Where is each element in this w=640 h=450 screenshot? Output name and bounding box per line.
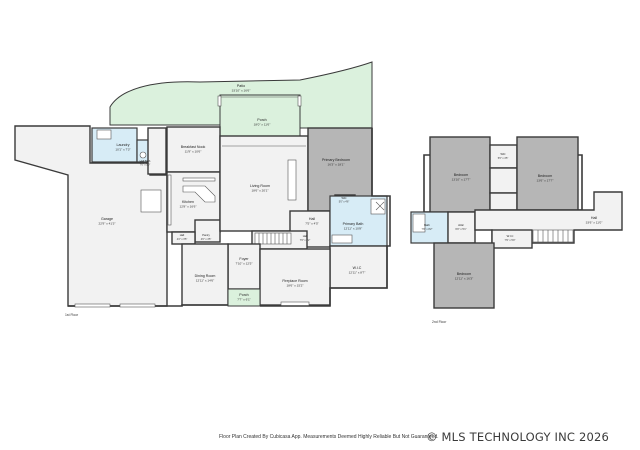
label-primary-bedroom: Primary Bedroom <box>322 158 350 162</box>
room-labels: Patio 33'10" x 16'6" Porch 18'0" x 11'6"… <box>99 84 603 302</box>
dim-porch-front: 7'7" x 6'1" <box>237 298 251 302</box>
label-wic-primary: W.I.C <box>353 266 362 270</box>
stairs-upper <box>532 229 574 243</box>
label-foyer: Foyer <box>239 257 249 261</box>
label-pantry: Pantry <box>202 233 210 237</box>
upper-landing <box>489 192 518 211</box>
first-floor <box>14 61 391 308</box>
dim-porch-back: 18'0" x 11'6" <box>254 123 271 127</box>
dim-bedroom-1: 13'10" x 17'7" <box>452 178 471 182</box>
dim-pantry: 4'0" x 4'5" <box>201 238 212 241</box>
label-hall-up: Hall <box>591 216 597 220</box>
upper-wic-2 <box>491 229 533 249</box>
upper-closet <box>489 167 518 194</box>
dim-primary-bath: 12'11" x 10'8" <box>344 227 362 231</box>
label-bath-up: Bath <box>424 223 430 227</box>
footer-credit: Floor Plan Created By Cubicasa App. Meas… <box>219 434 439 440</box>
dim-wic-up1: 5'6" x 4'5" <box>498 157 509 160</box>
label-porch-front: Porch <box>239 293 248 297</box>
dim-wic-primary: 12'11" x 8'7" <box>349 271 366 275</box>
label-attic: Attic <box>458 223 464 227</box>
bedroom-1 <box>429 136 491 213</box>
dim-attic: 6'0" x 5'1" <box>455 227 466 231</box>
second-floor-caption: 2nd Floor <box>432 320 447 324</box>
label-hall-center: Hall <box>303 234 308 238</box>
label-patio: Patio <box>237 84 245 88</box>
dim-bedroom-3: 12'11" x 16'3" <box>455 277 473 281</box>
dim-bedroom-2: 13'6" x 17'7" <box>537 179 554 183</box>
label-wic-up2: W.I.C <box>507 234 514 238</box>
label-wic-small: WIC <box>341 196 346 200</box>
dim-wic-small: 5'0" x 4'6" <box>339 201 350 204</box>
label-hall-main: Hall <box>309 217 315 221</box>
label-garage: Garage <box>101 217 113 221</box>
copyright-watermark: © MLS TECHNOLOGY INC 2026 <box>426 430 610 444</box>
dim-bath-up: 7'0" x 8'2" <box>422 228 433 231</box>
label-kitchen: Kitchen <box>182 200 194 204</box>
dim-foyer: 7'10" x 12'5" <box>236 262 253 266</box>
back-porch-area <box>219 94 301 137</box>
label-half-bath: Half Bath <box>140 159 151 163</box>
dim-patio: 33'10" x 16'6" <box>232 89 251 93</box>
label-hall-small: Hall <box>180 233 185 237</box>
front-porch <box>227 288 261 307</box>
dim-kitchen: 12'8" x 16'6" <box>180 205 197 209</box>
foyer <box>227 243 261 290</box>
dim-fireplace: 18'6" x 15'2" <box>287 284 304 288</box>
label-wic-up1: WIC <box>500 152 505 156</box>
stairs-main <box>254 232 292 245</box>
bedroom-2 <box>516 136 579 211</box>
dining-room <box>181 243 229 306</box>
dim-laundry: 10'1" x 7'3" <box>115 148 130 152</box>
dim-hall-center: 7'6" x 3'2" <box>300 239 311 242</box>
label-porch-back: Porch <box>257 118 266 122</box>
dim-hall-up: 33'6" x 11'0" <box>586 221 603 225</box>
dim-primary-bedroom: 16'3" x 18'1" <box>328 163 345 167</box>
dim-breakfast: 11'9" x 10'6" <box>185 150 202 154</box>
dim-garage: 22'9" x 41'3" <box>99 222 116 226</box>
label-fireplace: Fireplace Room <box>282 279 307 283</box>
dim-dining: 12'11" x 14'6" <box>196 279 214 283</box>
fireplace-room <box>259 248 331 306</box>
label-bedroom-1: Bedroom <box>454 173 469 177</box>
label-laundry: Laundry <box>117 143 130 147</box>
label-bedroom-3: Bedroom <box>457 272 472 276</box>
dim-hall-small: 4'2" x 3'5" <box>177 238 188 241</box>
label-breakfast: Breakfast Nook <box>181 145 206 149</box>
label-dining: Dining Room <box>195 274 216 278</box>
bedroom-3 <box>433 242 495 309</box>
label-primary-bath: Primary Bath <box>343 222 364 226</box>
mud-hall <box>147 127 167 175</box>
dim-wic-up2: 7'9" x 5'0" <box>505 239 516 242</box>
label-bedroom-2: Bedroom <box>538 174 553 178</box>
dim-hall-main: 7'5" x 4'5" <box>305 222 319 226</box>
dim-living: 18'6" x 20'1" <box>252 189 269 193</box>
dim-half-bath: 7'6" x 5'0" <box>140 164 151 167</box>
breakfast-nook <box>166 126 221 173</box>
second-floor <box>410 136 623 309</box>
label-living: Living Room <box>250 184 270 188</box>
first-floor-caption: 1st Floor <box>65 313 79 317</box>
